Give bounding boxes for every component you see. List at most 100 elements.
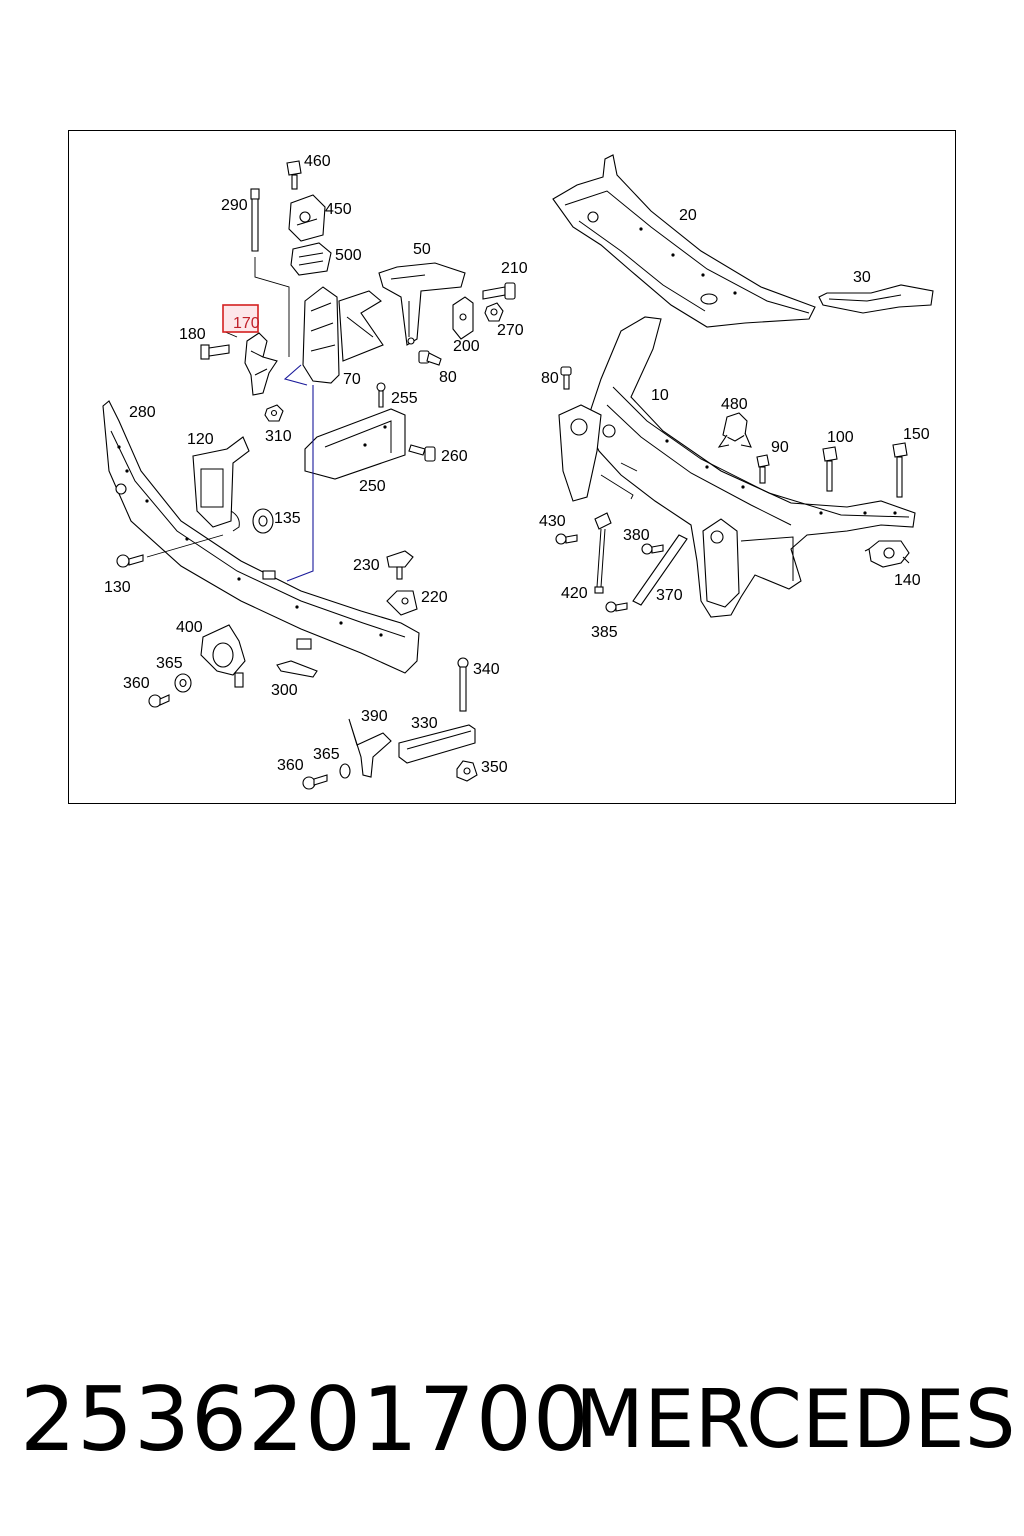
callout-170[interactable]: 170 [233, 315, 260, 332]
part-washer-365-upper [174, 673, 192, 693]
callout-390[interactable]: 390 [361, 708, 388, 725]
callout-350[interactable]: 350 [481, 759, 508, 776]
callout-260[interactable]: 260 [441, 448, 468, 465]
callout-310[interactable]: 310 [265, 428, 292, 445]
callout-330[interactable]: 330 [411, 715, 438, 732]
part-cross-member-20 [552, 154, 816, 328]
callout-135[interactable]: 135 [274, 510, 301, 527]
callout-80-left[interactable]: 80 [439, 369, 457, 386]
highlight-box [222, 304, 259, 333]
part-support-70 [302, 286, 384, 384]
guide-lines-right [600, 462, 638, 500]
part-bolt-430 [555, 533, 578, 545]
callout-130[interactable]: 130 [104, 579, 131, 596]
callout-365-upper[interactable]: 365 [156, 655, 183, 672]
callout-200[interactable]: 200 [453, 338, 480, 355]
callout-300[interactable]: 300 [271, 682, 298, 699]
part-bolt-80-right [560, 366, 572, 390]
callout-70[interactable]: 70 [343, 371, 361, 388]
part-bolt-380 [641, 543, 664, 555]
part-latch-450 [288, 194, 326, 242]
part-bolt-90 [756, 454, 770, 484]
callout-290[interactable]: 290 [221, 197, 248, 214]
callout-370[interactable]: 370 [656, 587, 683, 604]
part-buffer-135 [252, 508, 274, 534]
part-bolt-360-lower [302, 774, 328, 790]
callout-80-right[interactable]: 80 [541, 370, 559, 387]
callout-220[interactable]: 220 [421, 589, 448, 606]
part-nut-270 [484, 302, 504, 322]
part-bolt-340 [457, 657, 469, 712]
part-bolt-290 [250, 188, 290, 357]
callout-430[interactable]: 430 [539, 513, 566, 530]
callout-210[interactable]: 210 [501, 260, 528, 277]
part-tube-330 [398, 724, 476, 764]
part-bolt-385 [605, 601, 628, 613]
parts-diagram: 460 290 450 500 50 210 270 200 180 170 7… [102, 153, 934, 790]
callout-labels: 460 290 450 500 50 210 270 200 180 170 7… [104, 153, 930, 776]
parts-diagram-frame: 460 290 450 500 50 210 270 200 180 170 7… [68, 130, 956, 804]
callout-250[interactable]: 250 [359, 478, 386, 495]
callout-480[interactable]: 480 [721, 396, 748, 413]
callout-50[interactable]: 50 [413, 241, 431, 258]
part-air-guide-400 [200, 624, 246, 688]
callout-90[interactable]: 90 [771, 439, 789, 456]
part-clip-255 [376, 382, 386, 408]
callout-30[interactable]: 30 [853, 269, 871, 286]
callout-255[interactable]: 255 [391, 390, 418, 407]
part-footer: 2536201700 MERCEDES [0, 1365, 1024, 1475]
part-nut-310 [264, 404, 284, 422]
part-bolt-360-upper [148, 694, 170, 708]
callout-380[interactable]: 380 [623, 527, 650, 544]
callout-270[interactable]: 270 [497, 322, 524, 339]
callout-500[interactable]: 500 [335, 247, 362, 264]
part-bracket-30 [818, 284, 934, 314]
part-strut-370 [632, 534, 688, 606]
part-bracket-50 [378, 262, 466, 346]
callout-180[interactable]: 180 [179, 326, 206, 343]
callout-280[interactable]: 280 [129, 404, 156, 421]
part-nut-350 [456, 760, 478, 782]
part-panel-250 [304, 408, 406, 480]
part-mount-140 [864, 540, 910, 568]
callout-360-upper[interactable]: 360 [123, 675, 150, 692]
part-cover-500 [290, 242, 332, 276]
part-bolt-460 [286, 160, 302, 190]
callout-170-highlight[interactable]: 170 [222, 304, 260, 333]
part-bolt-100 [822, 446, 838, 492]
callout-400[interactable]: 400 [176, 619, 203, 636]
callout-385[interactable]: 385 [591, 624, 618, 641]
callout-340[interactable]: 340 [473, 661, 500, 678]
part-bolt-260 [408, 444, 436, 462]
callout-420[interactable]: 420 [561, 585, 588, 602]
part-bracket-220 [386, 590, 418, 616]
part-bracket-390 [348, 718, 392, 778]
part-bolt-230 [386, 550, 414, 580]
part-bolt-150 [892, 442, 908, 498]
part-bolt-130 [116, 534, 224, 568]
part-number: 2536201700 [20, 1368, 590, 1471]
part-rod-420 [594, 512, 612, 594]
callout-150[interactable]: 150 [903, 426, 930, 443]
callout-365-lower[interactable]: 365 [313, 746, 340, 763]
part-bolt-210 [482, 282, 516, 300]
callout-100[interactable]: 100 [827, 429, 854, 446]
part-bracket-200 [452, 296, 474, 340]
part-latch-bracket-170 [244, 332, 278, 396]
part-washer-365-lower [339, 763, 351, 779]
part-clip-300 [276, 660, 318, 678]
callout-10[interactable]: 10 [651, 387, 669, 404]
brand-name: MERCEDES [575, 1373, 1016, 1466]
part-bolt-180 [200, 344, 230, 360]
callout-230[interactable]: 230 [353, 557, 380, 574]
callout-450[interactable]: 450 [325, 201, 352, 218]
callout-140[interactable]: 140 [894, 572, 921, 589]
callout-120[interactable]: 120 [187, 431, 214, 448]
callout-20[interactable]: 20 [679, 207, 697, 224]
part-front-carrier-10 [558, 316, 916, 618]
part-bracket-120 [192, 436, 250, 532]
callout-460[interactable]: 460 [304, 153, 331, 170]
part-bolt-80-left [418, 350, 442, 366]
part-bumper-beam [102, 400, 420, 674]
callout-360-lower[interactable]: 360 [277, 757, 304, 774]
